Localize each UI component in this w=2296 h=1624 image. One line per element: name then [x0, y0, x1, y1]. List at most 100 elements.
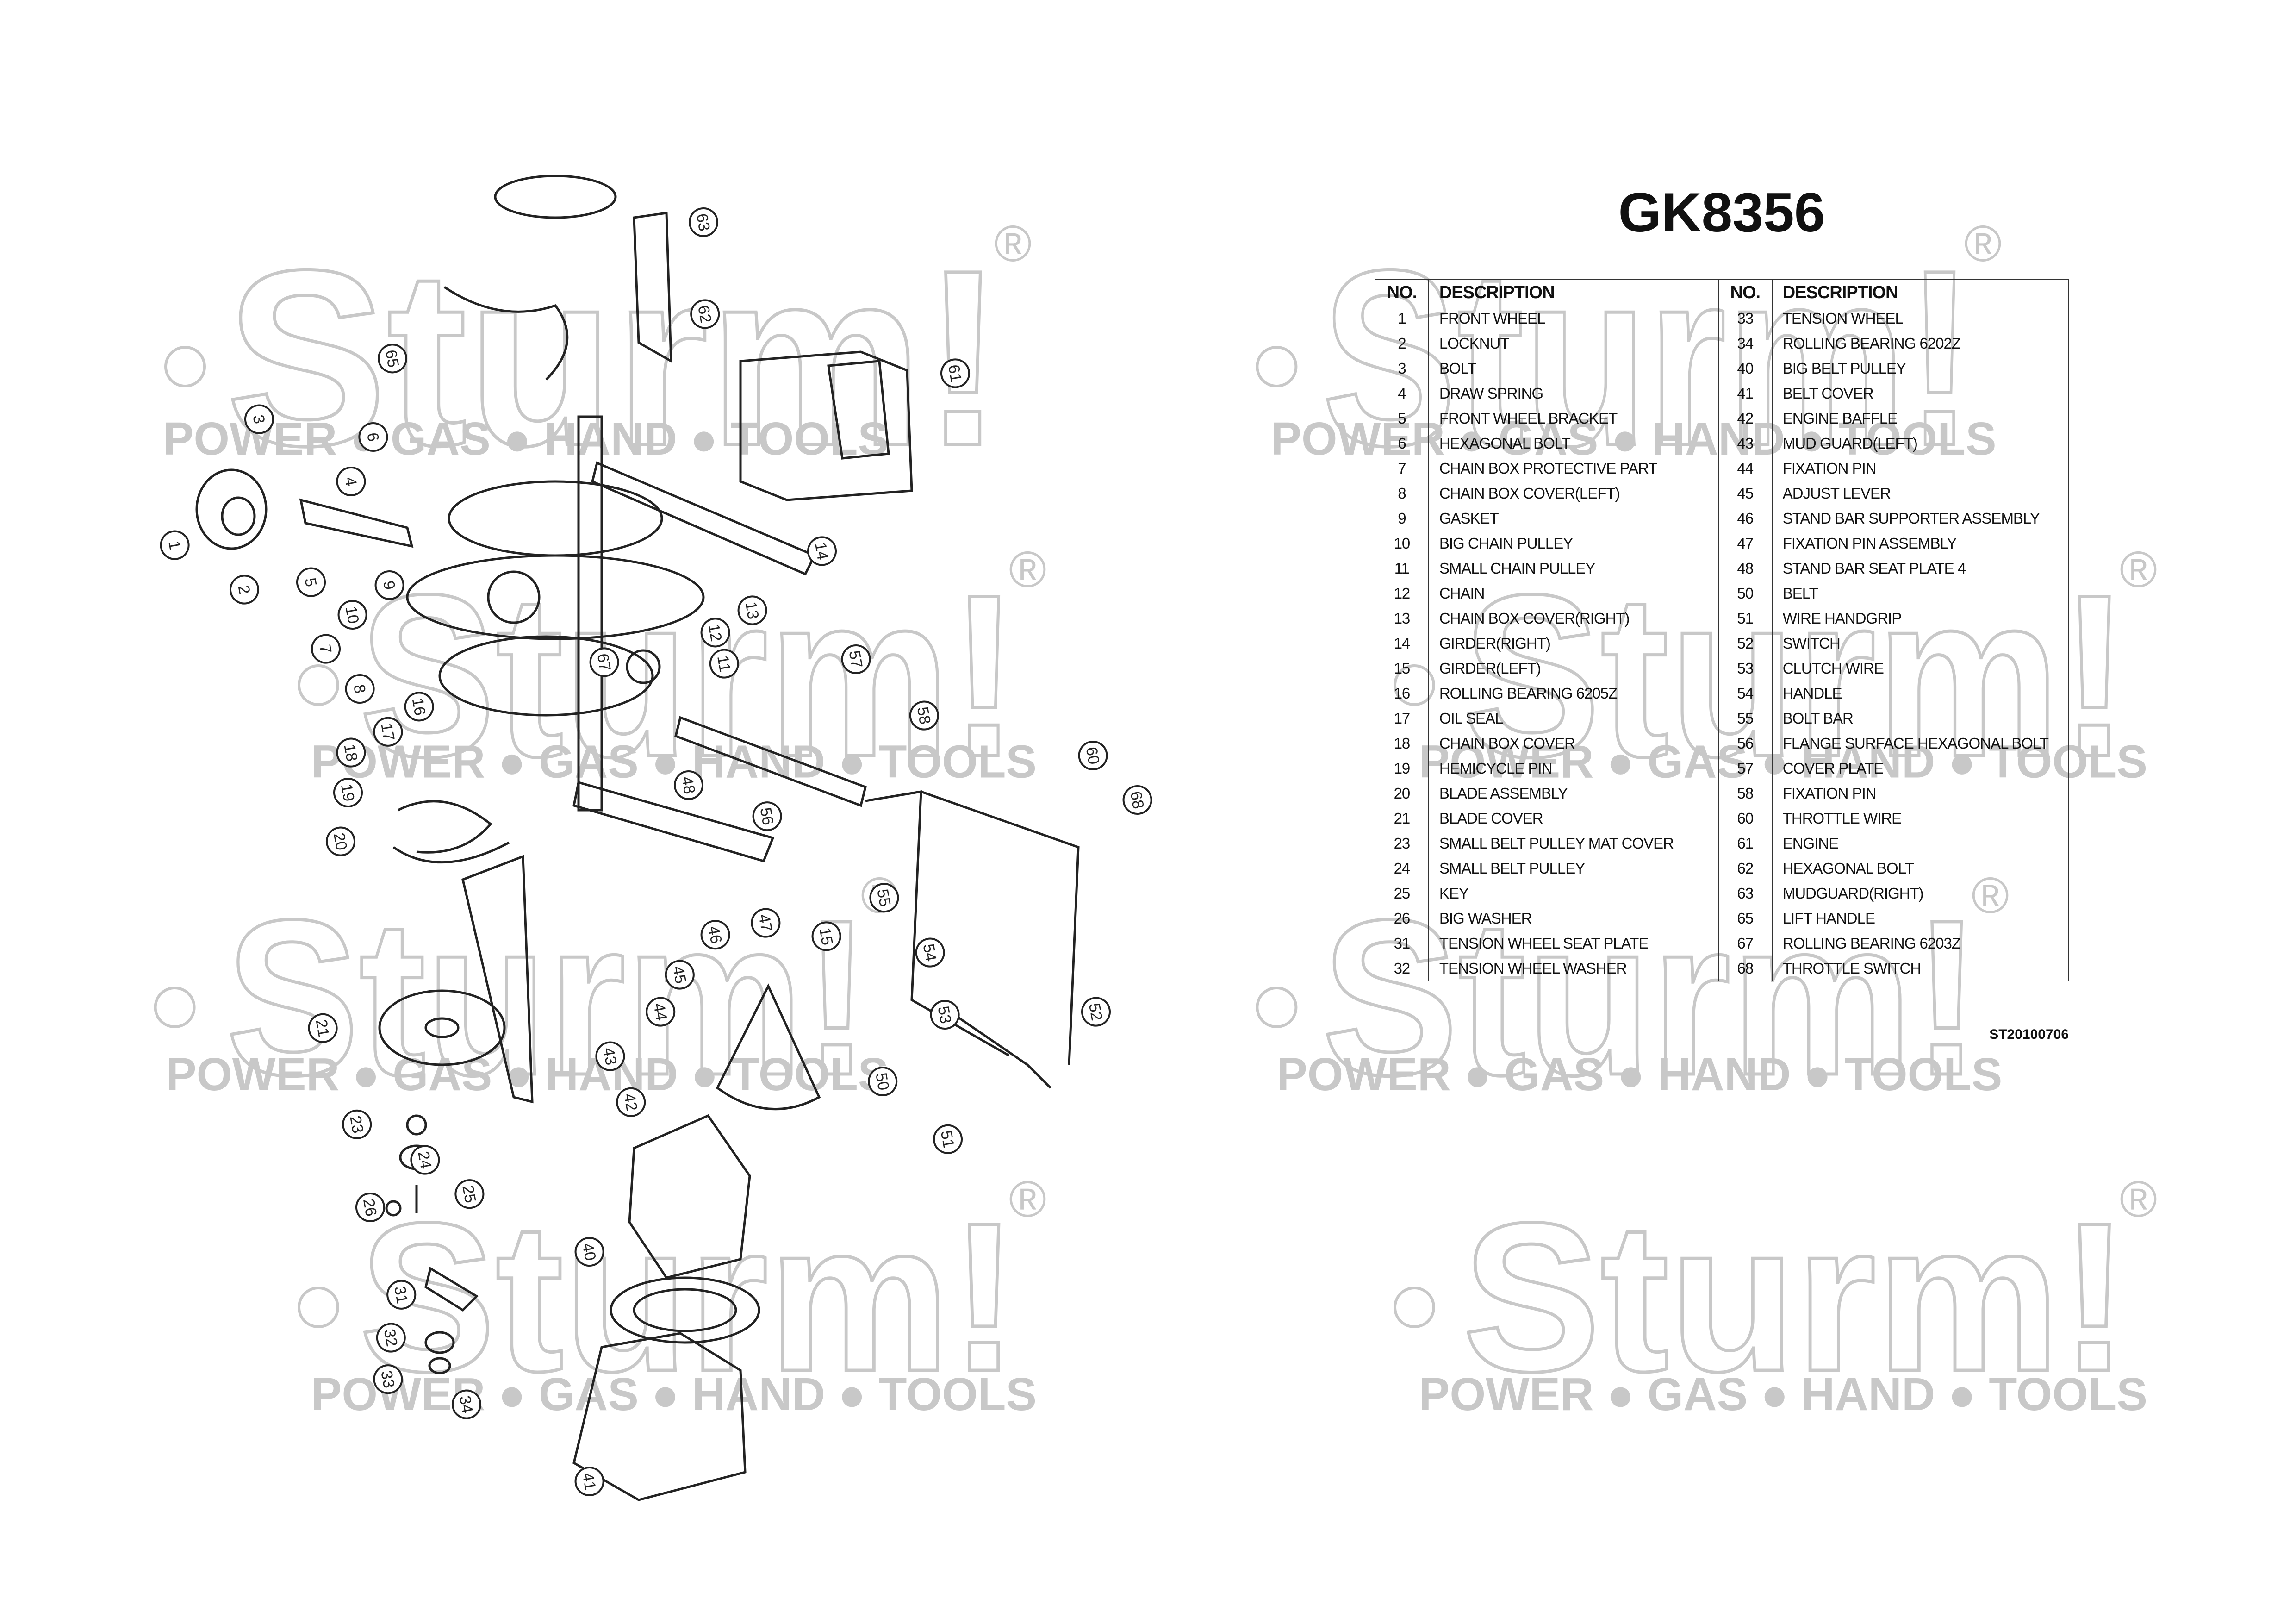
- callout-circle: [868, 1067, 898, 1096]
- callout-circle: [930, 1000, 960, 1030]
- callout-11: 11: [709, 649, 739, 679]
- part-description: GASKET: [1428, 506, 1719, 531]
- callout-number: 43: [599, 1046, 620, 1067]
- callout-50: 50: [868, 1067, 898, 1096]
- part-number: 14: [1375, 631, 1429, 656]
- part-number: 50: [1717, 581, 1773, 606]
- callout-circle: [674, 770, 703, 800]
- part-description: DRAW SPRING: [1428, 381, 1719, 406]
- stand-bar: [461, 855, 534, 1104]
- part-description: BELT: [1771, 581, 2069, 606]
- part-description: CHAIN: [1428, 581, 1719, 606]
- callout-circle: [915, 937, 945, 968]
- callout-4: 4: [336, 467, 366, 496]
- callout-number: 67: [594, 652, 614, 673]
- registered-mark: ®: [1009, 541, 1046, 598]
- watermark-dot: [1256, 987, 1298, 1028]
- part-number: 6: [1375, 431, 1429, 456]
- part-number: 13: [1375, 606, 1429, 631]
- callout-15: 15: [811, 921, 841, 951]
- part-number: 23: [1375, 831, 1429, 856]
- part-description: OIL SEAL: [1428, 706, 1719, 731]
- part-description: BIG BELT PULLEY: [1771, 356, 2069, 381]
- header-description: DESCRIPTION: [1771, 279, 2069, 306]
- callout-40: 40: [574, 1237, 604, 1267]
- part-number: 33: [1717, 306, 1773, 331]
- callout-circle: [811, 921, 841, 951]
- callout-24: 24: [410, 1145, 440, 1175]
- callout-number: 53: [934, 1005, 955, 1025]
- part-description: COVER PLATE: [1771, 756, 2069, 781]
- callout-number: 19: [337, 782, 358, 803]
- callout-circle: [700, 920, 730, 950]
- part-description: SMALL CHAIN PULLEY: [1428, 556, 1719, 581]
- part-description: FIXATION PIN: [1771, 456, 2069, 481]
- callout-number: 46: [705, 924, 725, 945]
- part-number: 57: [1717, 756, 1773, 781]
- engine-tank: [827, 360, 890, 460]
- part-number: 52: [1717, 631, 1773, 656]
- part-description: BOLT BAR: [1771, 706, 2069, 731]
- callout-25: 25: [454, 1179, 485, 1209]
- part-number: 40: [1717, 356, 1773, 381]
- callout-circle: [358, 422, 388, 452]
- callout-1: 1: [160, 530, 190, 560]
- header-description: DESCRIPTION: [1428, 279, 1719, 306]
- callout-circle: [374, 570, 404, 600]
- part-description: TENSION WHEEL WASHER: [1428, 956, 1719, 981]
- callout-number: 23: [346, 1114, 367, 1135]
- sturm-watermark: Sturm!®POWER ● GAS ● HAND ● TOOLS: [298, 1171, 1046, 1420]
- part-description: BLADE COVER: [1428, 806, 1719, 831]
- callout-33: 33: [373, 1364, 403, 1394]
- part-description: WIRE HANDGRIP: [1771, 606, 2069, 631]
- part-description: FIXATION PIN ASSEMBLY: [1771, 531, 2069, 556]
- callout-circle: [376, 1323, 406, 1353]
- callout-circle: [1081, 997, 1111, 1027]
- part-description: CHAIN BOX COVER(LEFT): [1428, 481, 1719, 506]
- callout-circle: [160, 530, 190, 560]
- callout-21: 21: [308, 1013, 338, 1043]
- part-number: 67: [1717, 931, 1773, 956]
- part-number: 26: [1375, 906, 1429, 931]
- watermark-dot: [298, 1287, 339, 1328]
- part-number: 2: [1375, 331, 1429, 356]
- part-number: 15: [1375, 656, 1429, 681]
- callout-13: 13: [737, 595, 767, 625]
- registered-mark: ®: [2120, 1171, 2157, 1228]
- callout-45: 45: [665, 960, 695, 990]
- part-description: BIG WASHER: [1428, 906, 1719, 931]
- part-number: 7: [1375, 456, 1429, 481]
- callout-60: 60: [1078, 741, 1108, 770]
- callout-number: 47: [755, 913, 775, 933]
- part-description: SMALL BELT PULLEY: [1428, 856, 1719, 881]
- girder-left: [572, 781, 775, 863]
- table-header-row: NO. DESCRIPTION NO. DESCRIPTION: [1375, 279, 2069, 306]
- callout-67: 67: [589, 647, 619, 677]
- callout-43: 43: [595, 1041, 625, 1071]
- part-description: LIFT HANDLE: [1771, 906, 2069, 931]
- callout-circle: [589, 647, 619, 677]
- part-description: THROTTLE WIRE: [1771, 806, 2069, 831]
- callout-number: 12: [705, 623, 725, 643]
- callout-26: 26: [355, 1193, 385, 1222]
- part-description: CHAIN BOX COVER(RIGHT): [1428, 606, 1719, 631]
- part-description: HANDLE: [1771, 681, 2069, 706]
- part-description: GIRDER(RIGHT): [1428, 631, 1719, 656]
- part-description: GIRDER(LEFT): [1428, 656, 1719, 681]
- callout-circle: [244, 404, 274, 434]
- part-number: 9: [1375, 506, 1429, 531]
- part-description: HEMICYCLE PIN: [1428, 756, 1719, 781]
- part-number: 10: [1375, 531, 1429, 556]
